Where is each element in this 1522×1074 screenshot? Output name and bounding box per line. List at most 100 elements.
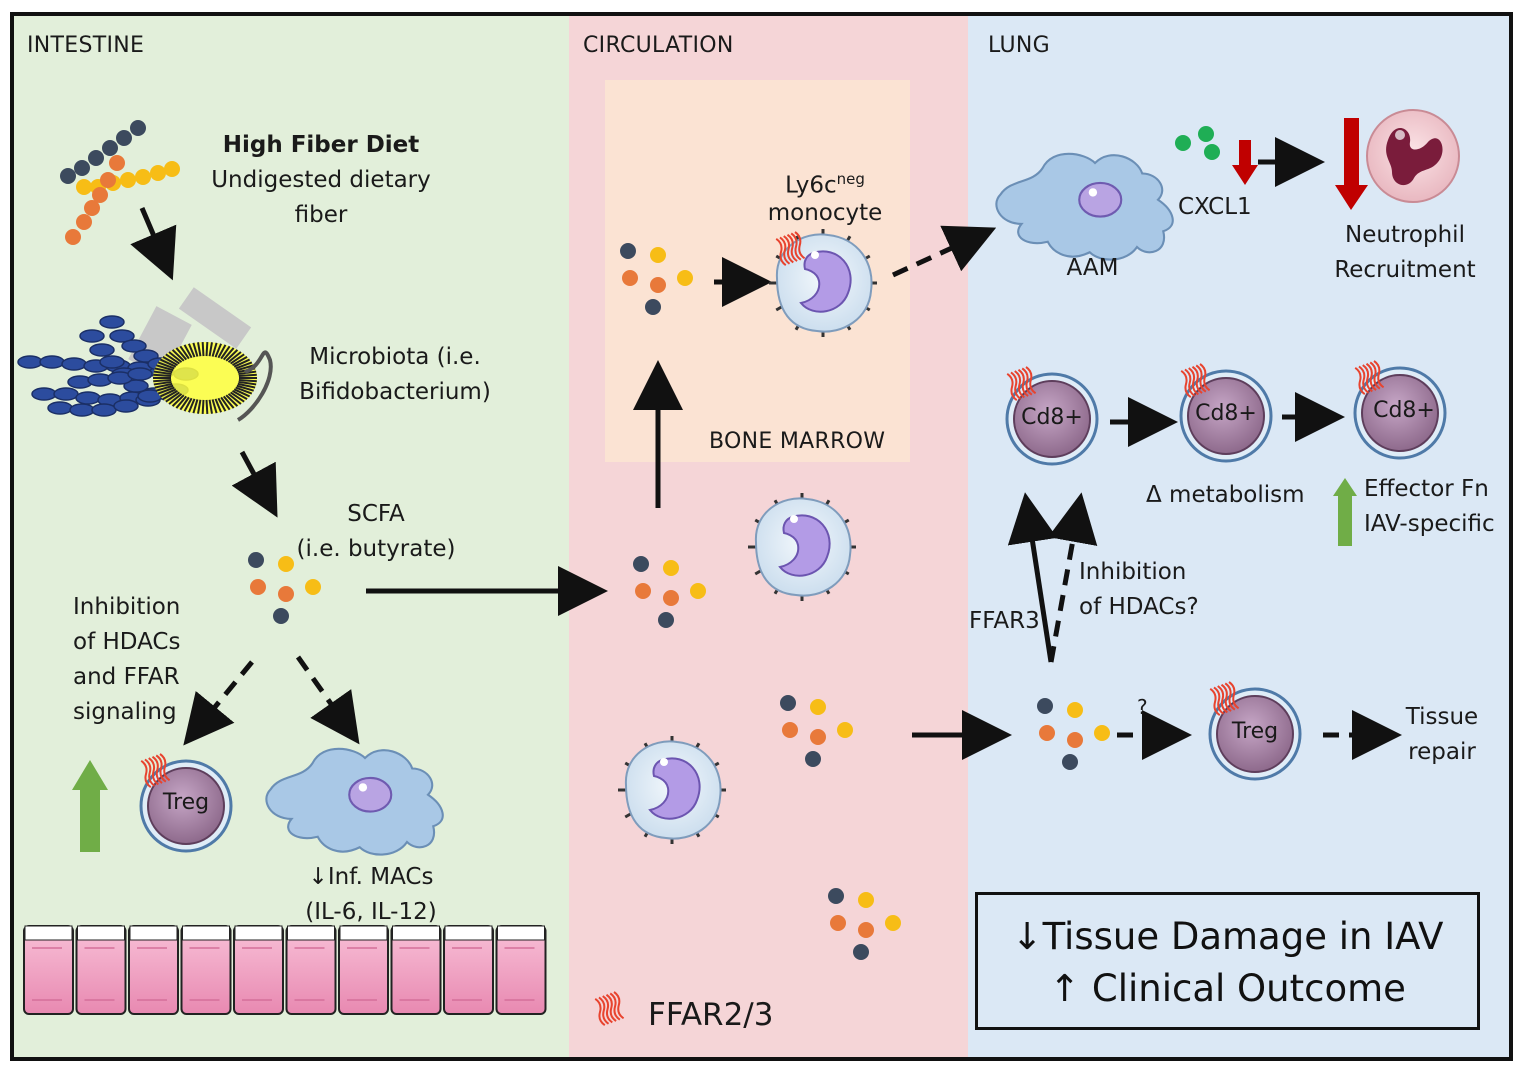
- pilus: [159, 358, 177, 368]
- t-cell-nucleus: [147, 767, 225, 845]
- pilus: [205, 341, 209, 357]
- fiber-bead: [116, 130, 132, 146]
- epithelial-detail: [294, 947, 325, 1001]
- cd8-cell-1-icon-receptor: [1006, 366, 1037, 401]
- epithelial-brush-border: [129, 925, 178, 941]
- bacterium: [127, 367, 153, 381]
- pilus: [233, 388, 251, 398]
- pilus: [214, 343, 222, 358]
- down-arrow-red-cxcl1-icon: [1232, 140, 1258, 185]
- scfa-dot: [677, 270, 693, 286]
- scfa-dot: [1094, 725, 1110, 741]
- outcome-box: ↓Tissue Damage in IAV ↑ Clinical Outcome: [975, 892, 1480, 1030]
- macrophage-highlight: [358, 783, 368, 792]
- pilus: [208, 399, 213, 414]
- pilus: [211, 399, 218, 414]
- scfa-dot: [805, 751, 821, 767]
- fiber-bead: [130, 120, 146, 136]
- scfa-dot: [1067, 702, 1083, 718]
- pilus: [168, 351, 183, 363]
- pilus: [230, 391, 245, 403]
- scfa-dot: [858, 922, 874, 938]
- diet-title: High Fiber Diet: [222, 132, 420, 158]
- bacterium: [99, 355, 125, 369]
- receptor-helix: [1354, 367, 1366, 395]
- pilus: [154, 367, 173, 374]
- scfa-dot: [782, 722, 798, 738]
- bacterium: [91, 403, 117, 417]
- receptor-helix: [1184, 368, 1196, 397]
- bacterium: [89, 343, 115, 357]
- diet-line1: Undigested dietary: [211, 167, 431, 193]
- epithelial-brush-border: [234, 925, 283, 941]
- arrow-monocyte-to-lung: [891, 225, 997, 278]
- scfa-dot: [250, 579, 266, 595]
- epithelial-brush-border: [24, 925, 73, 941]
- scfa-dot: [278, 586, 294, 602]
- bacterium: [109, 329, 135, 343]
- pilus: [165, 391, 180, 403]
- receptor-helix: [1213, 686, 1225, 715]
- inhibition-line4: signaling: [73, 699, 177, 725]
- pilus: [227, 393, 242, 405]
- bacterium: [99, 315, 125, 329]
- pilus: [159, 388, 177, 398]
- receptor-helix: [1358, 365, 1370, 394]
- scfa-dot: [810, 699, 826, 715]
- pilus: [156, 384, 174, 392]
- lung-hdac-line1: Inhibition: [1079, 559, 1187, 585]
- pilus: [183, 397, 193, 412]
- fiber-chains-icon: [60, 120, 180, 245]
- epithelial-detail: [504, 947, 535, 1001]
- scfa-dot: [830, 915, 846, 931]
- intestine-section-title: INTESTINE: [27, 33, 145, 58]
- pilus: [217, 397, 227, 412]
- monocyte-main: Ly6c: [785, 172, 837, 199]
- macrophage-nucleus: [1078, 181, 1123, 218]
- epithelial-detail: [399, 947, 430, 1001]
- neutrophil-line2: Recruitment: [1334, 257, 1476, 283]
- t-cell-nucleus: [1013, 380, 1091, 458]
- pilus: [153, 380, 172, 386]
- monocyte-highlight: [790, 515, 798, 523]
- pilus: [230, 353, 245, 365]
- receptor-helix: [1188, 367, 1199, 396]
- pilus: [188, 343, 196, 358]
- scfa-dot: [828, 888, 844, 904]
- pilus: [232, 390, 248, 401]
- fiber-bead: [76, 179, 92, 195]
- scfa-dot: [690, 583, 706, 599]
- scfa-dot: [622, 270, 638, 286]
- arrow-scfa-to-treg: [183, 660, 254, 746]
- pilus: [157, 386, 175, 395]
- pilus: [220, 345, 231, 360]
- scfa-dot: [1037, 698, 1053, 714]
- pilus: [201, 399, 205, 415]
- scfa-dot: [663, 560, 679, 576]
- bacterium: [121, 339, 147, 353]
- receptor-helix: [1373, 360, 1385, 389]
- receptor-helix: [1224, 682, 1236, 711]
- lung-hdac-line2: of HDACs?: [1079, 594, 1199, 620]
- pilus: [225, 349, 239, 362]
- macrophage-nucleus: [348, 776, 393, 813]
- bacterium: [53, 387, 79, 401]
- pilus: [153, 378, 172, 383]
- ffar3-label: FFAR3: [969, 608, 1040, 634]
- aam-macrophage-icon: [995, 152, 1174, 261]
- down-arrow-red-neutrophil-icon: [1335, 118, 1368, 210]
- effector-line2: IAV-specific: [1364, 511, 1495, 537]
- scfa-dot: [620, 243, 636, 259]
- scfa-dot: [248, 552, 264, 568]
- scfa-dot: [810, 729, 826, 745]
- fiber-bead: [92, 187, 108, 203]
- bacterium: [17, 355, 43, 369]
- pilus: [153, 373, 172, 378]
- receptor-helix: [144, 758, 156, 787]
- inhibition-line3: and FFAR: [73, 664, 180, 690]
- receptor-helix: [1228, 681, 1240, 710]
- receptor-helix: [140, 760, 152, 788]
- receptor-helix: [1017, 368, 1029, 397]
